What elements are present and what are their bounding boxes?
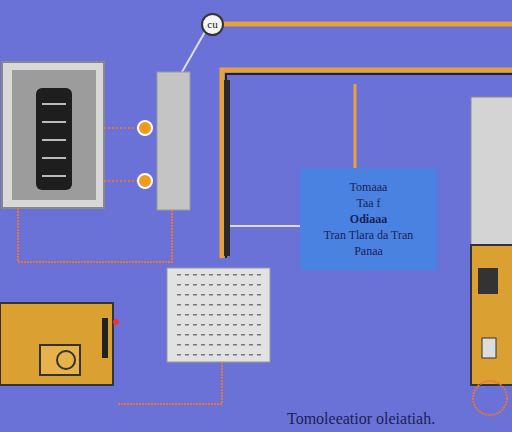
circle-node: cu: [201, 13, 224, 36]
terminal-rows: [174, 274, 264, 356]
info-box: TomaaaTaa fOdiaaaTran Tlara da TranPanaa: [300, 168, 437, 270]
cable-loop: [473, 381, 507, 415]
node-text: Tran Tlara da Tran: [324, 227, 414, 243]
node-text: Odiaaa: [350, 211, 387, 227]
drop-wire: [354, 84, 357, 168]
terminal: [138, 174, 152, 188]
capacitor: [36, 88, 72, 190]
right-cabinet: [471, 97, 512, 250]
node-text: Panaa: [354, 243, 383, 259]
caption: Tomoleeatior oleiatiah.: [285, 410, 437, 428]
leader-line: [182, 30, 206, 72]
terminal-wire: [104, 128, 138, 181]
node-text: cu: [207, 17, 217, 32]
unit-box: [0, 303, 113, 385]
supply-wire: [222, 70, 512, 258]
busbar: [224, 80, 230, 256]
output-wire: [118, 362, 222, 404]
right-unit: [471, 245, 512, 385]
node-text: Taa f: [356, 195, 380, 211]
cabinet: [2, 62, 104, 208]
supply-wire-edge: [226, 74, 512, 258]
ground-wire: [18, 208, 172, 262]
top-wire: [222, 22, 512, 27]
panel: [157, 72, 190, 210]
node-text: Tomaaa: [350, 179, 388, 195]
terminal-block: [167, 268, 270, 362]
cabinet-inner: [12, 70, 96, 200]
terminal: [138, 121, 152, 135]
feed-line: [230, 225, 300, 227]
motor: [40, 345, 80, 375]
